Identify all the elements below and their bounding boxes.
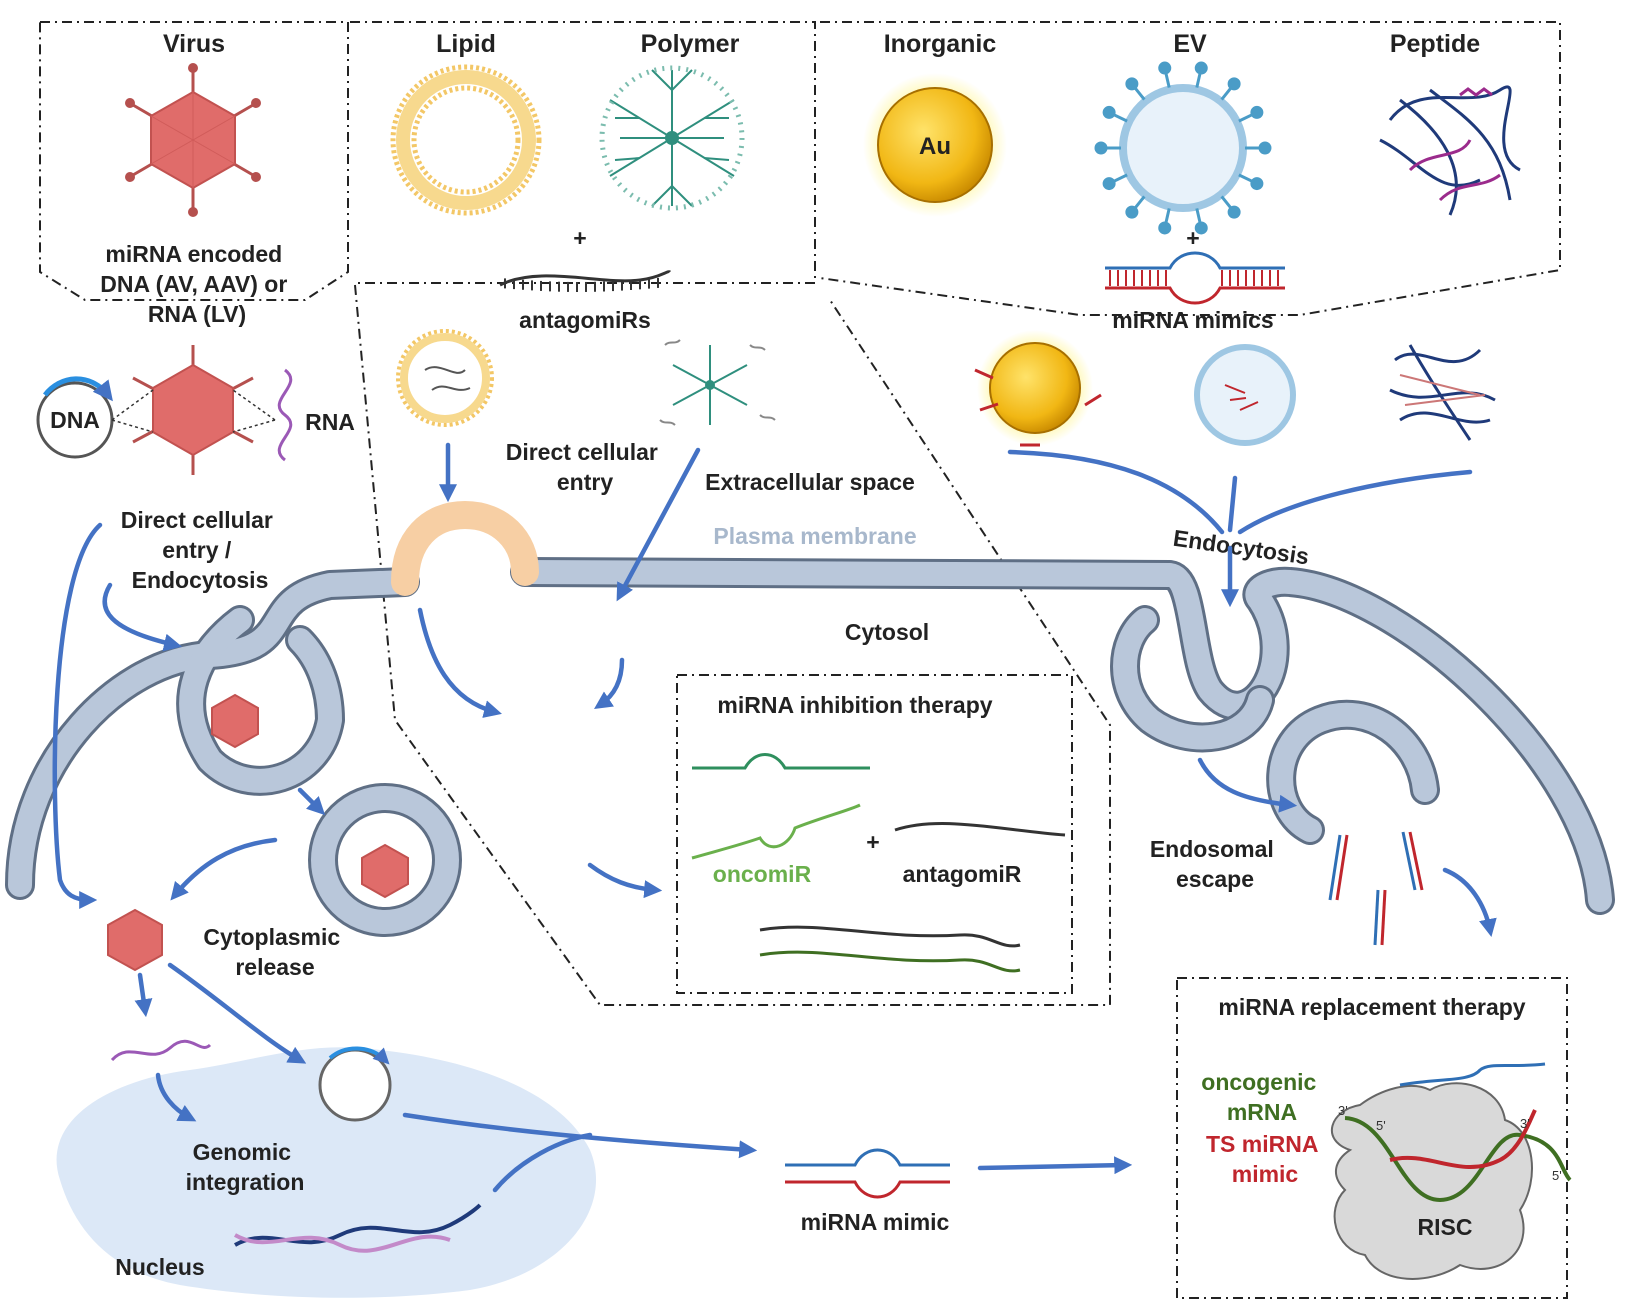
genomic-integration-label: Genomic integration <box>186 1139 305 1195</box>
plus-sign-1: + <box>573 225 586 251</box>
risc-label: RISC <box>1418 1214 1473 1240</box>
prime-3-right: 3' <box>1520 1116 1530 1131</box>
gold-np-loaded-icon <box>974 330 1102 447</box>
cytoplasmic-release-label: Cytoplasmic release <box>203 924 346 980</box>
virus-title: Virus <box>163 30 225 58</box>
peptide-icon <box>1379 85 1521 216</box>
replacement-title: miRNA replacement therapy <box>1218 994 1525 1020</box>
mirna-mimic-label: miRNA mimic <box>801 1209 950 1235</box>
lipid-nanoparticle-icon <box>390 64 542 216</box>
prime-5-left: 5' <box>1376 1118 1386 1133</box>
polymer-title: Polymer <box>641 30 740 58</box>
replacement-box <box>1176 977 1568 1299</box>
antagomirs-label: antagomiRs <box>519 307 651 333</box>
extracellular-space-label: Extracellular space <box>705 469 915 495</box>
rna-label: RNA <box>305 409 355 435</box>
oncogenic-mrna-strand <box>1344 1116 1572 1203</box>
peptide-title: Peptide <box>1390 30 1480 58</box>
lipid-np-loaded-icon <box>396 329 494 427</box>
direct-entry-endocytosis-label: Direct cellular entry / Endocytosis <box>121 507 280 593</box>
direct-entry-label: Direct cellular entry <box>506 439 665 495</box>
cytosolic-rna-strand <box>110 1039 212 1062</box>
lipid-polymer-route-boundary <box>354 284 1111 1006</box>
virus-endosome <box>308 783 462 937</box>
endosomal-escape-label: Endosomal escape <box>1150 836 1280 892</box>
oncomir-label: oncomiR <box>713 861 812 887</box>
released-virus-icon <box>107 693 409 972</box>
cytosol-label: Cytosol <box>845 619 929 645</box>
prime-3-left: 3' <box>1338 1103 1348 1118</box>
virus-capsid-icon-2 <box>111 345 276 475</box>
ev-title: EV <box>1173 30 1207 58</box>
plasma-membrane-label: Plasma membrane <box>713 523 916 549</box>
mirna-mimic-cytosol-icon <box>785 1148 950 1199</box>
virus-panel <box>39 21 349 301</box>
inhibition-title: miRNA inhibition therapy <box>717 692 992 718</box>
gold-nanoparticle-icon <box>863 73 1007 217</box>
risc-shape <box>1330 1082 1533 1280</box>
inhibition-box <box>676 674 1073 994</box>
lipid-title: Lipid <box>436 30 496 58</box>
plus-sign-2: + <box>1186 225 1199 251</box>
ts-mirna-strand <box>1389 1109 1537 1170</box>
mimics-panel <box>819 21 1561 316</box>
virus-description: miRNA encoded DNA (AV, AAV) or RNA (LV) <box>100 241 293 327</box>
virus-capsid-icon <box>125 63 261 217</box>
antagomir-strand-icon <box>499 270 672 292</box>
inorganic-title: Inorganic <box>884 30 997 58</box>
peptide-loaded-icon <box>1389 344 1496 441</box>
replacement-mimic-duplex <box>1399 1062 1546 1087</box>
nuclear-dna-circle <box>318 1046 392 1122</box>
antagomir-label: antagomiR <box>903 861 1022 887</box>
mirna-mimics-label: miRNA mimics <box>1112 307 1273 333</box>
dna-label: DNA <box>50 407 100 433</box>
mirna-mimic-duplex-icon <box>1105 251 1285 305</box>
ev-loaded-icon <box>1194 344 1296 446</box>
ts-mirna-mimic-label: TS miRNA mimic <box>1206 1131 1324 1187</box>
polymer-np-loaded-icon <box>659 339 776 426</box>
released-mimics-icon <box>1328 831 1424 946</box>
genomic-dna-helix-2 <box>234 1233 451 1253</box>
inhibition-plus-sign: + <box>866 829 879 855</box>
rna-strand-icon <box>277 368 293 462</box>
antagomir-oncomir-duplex-icon <box>691 753 1066 973</box>
plasma-membrane <box>5 500 1615 915</box>
au-label: Au <box>919 133 951 160</box>
polymer-dendrimer-icon <box>599 65 745 211</box>
nucleus-label: Nucleus <box>115 1254 204 1280</box>
extracellular-vesicle-icon <box>1094 61 1272 235</box>
oncogenic-mrna-label: oncogenic mRNA <box>1201 1069 1322 1125</box>
flow-arrows <box>52 442 1497 1193</box>
prime-5-right: 5' <box>1552 1168 1562 1183</box>
